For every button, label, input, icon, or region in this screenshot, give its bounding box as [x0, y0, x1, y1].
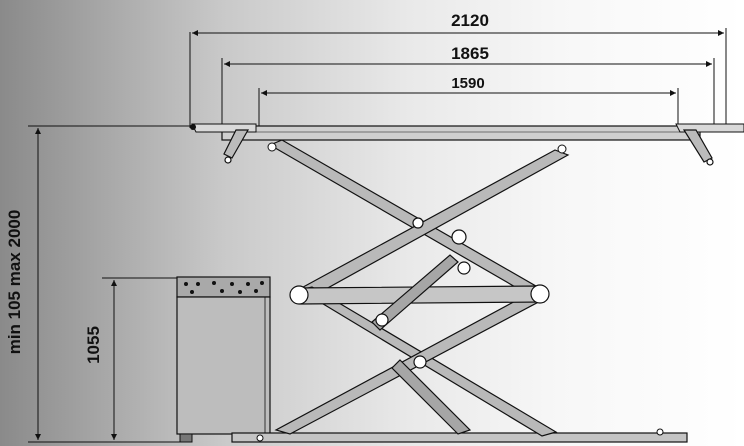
dimension-width-mid: 1865: [221, 44, 715, 128]
platform-support-left: [223, 129, 250, 164]
control-console: [176, 276, 271, 443]
width-mid-label: 1865: [451, 44, 489, 63]
platform-support-right: [682, 129, 714, 166]
dimension-height-range: min 105 max 2000: [5, 125, 192, 443]
height-range-label: min 105 max 2000: [5, 210, 24, 355]
dimension-width-outer: 2120: [189, 11, 727, 128]
lift-platform: [190, 123, 744, 154]
scissor-arms: [268, 139, 570, 437]
dimension-console-height: 1055: [84, 277, 178, 440]
width-inner-label: 1590: [451, 75, 484, 92]
width-outer-label: 2120: [451, 11, 489, 30]
pivot-joints: [289, 217, 550, 369]
console-height-label: 1055: [84, 326, 103, 364]
dimension-width-inner: 1590: [258, 75, 679, 130]
